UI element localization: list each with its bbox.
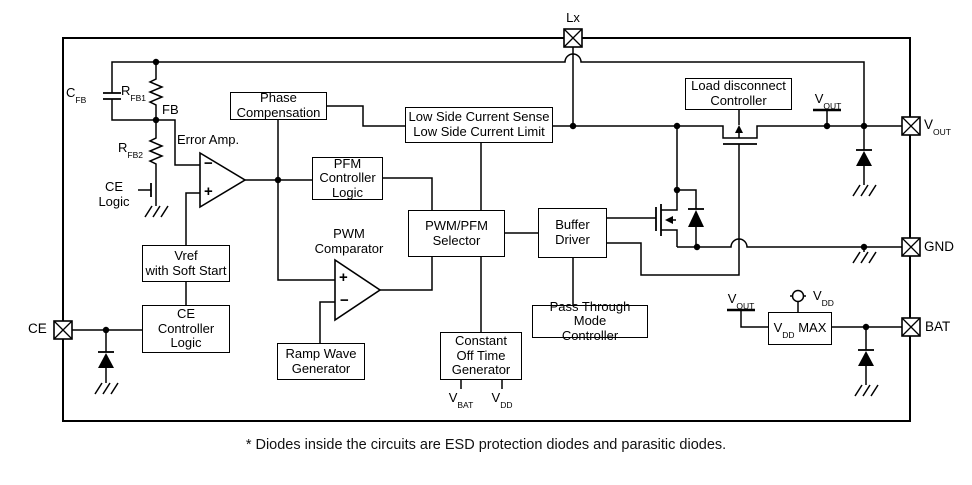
vout-pin-icon <box>901 116 921 136</box>
bat-esd-triangle <box>858 351 874 366</box>
pfm-output <box>383 177 433 210</box>
nmos-drain <box>661 190 678 211</box>
ground-icon <box>144 205 169 218</box>
gnd-pin-icon <box>901 237 921 257</box>
rfb1-resistor <box>148 62 164 120</box>
error-amp-triangle <box>199 151 247 209</box>
pwm-comp-output <box>380 257 433 291</box>
vout-rail <box>553 125 902 139</box>
symbol-bars <box>98 92 874 353</box>
lx-pin-icon <box>563 28 583 48</box>
block-buffer-driver: Buffer Driver <box>538 208 607 258</box>
pwm-comparator-triangle <box>334 258 382 322</box>
ce-logic-label: CE Logic <box>98 179 130 209</box>
rfb2-label: RFB2 <box>118 140 143 161</box>
block-vref-soft-start: Vref with Soft Start <box>142 245 230 282</box>
filled-symbols <box>98 125 874 368</box>
block-vdd-max: VDD MAX <box>768 312 832 345</box>
gnd-pin-label: GND <box>924 239 954 254</box>
junction-dots <box>102 58 870 334</box>
error-amp-plus-sign: + <box>204 183 213 200</box>
bat-pin-label: BAT <box>925 319 951 334</box>
supply-bars <box>727 108 841 312</box>
ramp-lead <box>319 301 335 343</box>
ground-symbols <box>94 184 879 397</box>
block-pfm-controller-logic: PFM Controller Logic <box>312 156 383 200</box>
footnote: * Diodes inside the circuits are ESD pro… <box>245 437 727 453</box>
nmos-source <box>661 229 678 247</box>
vdd-max-main: V <box>773 320 783 336</box>
package-pins <box>53 28 921 340</box>
rfb2-resistor <box>148 120 164 206</box>
block-load-disconnect: Load disconnect Controller <box>685 78 792 110</box>
pwm-comp-plus-sign: + <box>339 269 348 286</box>
block-ce-controller-logic: CE Controller Logic <box>142 305 230 353</box>
vout-rail-label-vddmax: VOUT <box>727 291 755 312</box>
block-low-side-current: Low Side Current Sense Low Side Current … <box>405 107 553 143</box>
ic-boundary <box>62 37 911 422</box>
vdd-supply-label: VDD <box>491 390 513 411</box>
vbat-supply-label: VBAT <box>448 390 474 411</box>
block-phase-compensation: Phase Compensation <box>230 91 327 120</box>
error-amp-label: Error Amp. <box>177 132 240 147</box>
ce-pin-icon <box>53 320 73 340</box>
cot-supply-stubs <box>460 380 503 389</box>
bat-pin-icon <box>901 317 921 337</box>
vout-rail-label-top: VOUT <box>814 91 842 112</box>
fb-node-label: FB <box>162 102 179 117</box>
cfb-bottom-lead <box>111 99 156 121</box>
gnd-rail <box>677 238 902 248</box>
comp-vertical-feed <box>277 120 335 281</box>
error-amp-minus-sign: − <box>204 155 213 172</box>
lx-pin-label: Lx <box>566 10 580 25</box>
nmos-arrowhead <box>665 216 673 224</box>
block-pass-through-mode: Pass Through Mode Controller <box>532 299 648 343</box>
ground-icon <box>852 251 877 264</box>
body-diode-top-lead <box>677 189 697 209</box>
vdd-max-rest: MAX <box>794 320 827 336</box>
block-constant-off-time: Constant Off Time Generator <box>440 332 522 380</box>
ground-icon <box>852 184 877 197</box>
vout-esd-triangle <box>856 151 872 166</box>
wires-group <box>72 47 902 389</box>
vout-pin-label: VOUT <box>924 117 951 138</box>
block-ramp-wave-generator: Ramp Wave Generator <box>277 343 365 380</box>
rfb1-label: RFB1 <box>121 83 146 104</box>
ground-icon <box>94 382 119 395</box>
cfb-capacitor-plates <box>103 92 121 100</box>
block-pwm-pfm-selector: PWM/PFM Selector <box>408 210 505 257</box>
fb-to-amp-minus <box>156 119 200 166</box>
pwm-comp-minus-sign: − <box>340 292 349 309</box>
vdd-max-sub: DD <box>782 330 795 341</box>
cfb-label: CFB <box>66 85 87 106</box>
ce-pin-label: CE <box>28 321 47 336</box>
ground-icon <box>854 384 879 397</box>
body-diode-triangle <box>688 210 704 227</box>
pmos-arrowhead <box>735 125 743 133</box>
amp-plus-lead <box>185 192 200 245</box>
phase-comp-link <box>327 105 405 127</box>
vddmax-vout-lead <box>740 310 768 328</box>
ce-esd-triangle <box>98 353 114 368</box>
vdd-terminal-label: VDD <box>813 288 834 309</box>
vdd-terminal-icon <box>791 289 805 303</box>
pwm-comparator-label: PWM Comparator <box>314 226 384 256</box>
buffer-lower-output-gate <box>607 144 740 276</box>
